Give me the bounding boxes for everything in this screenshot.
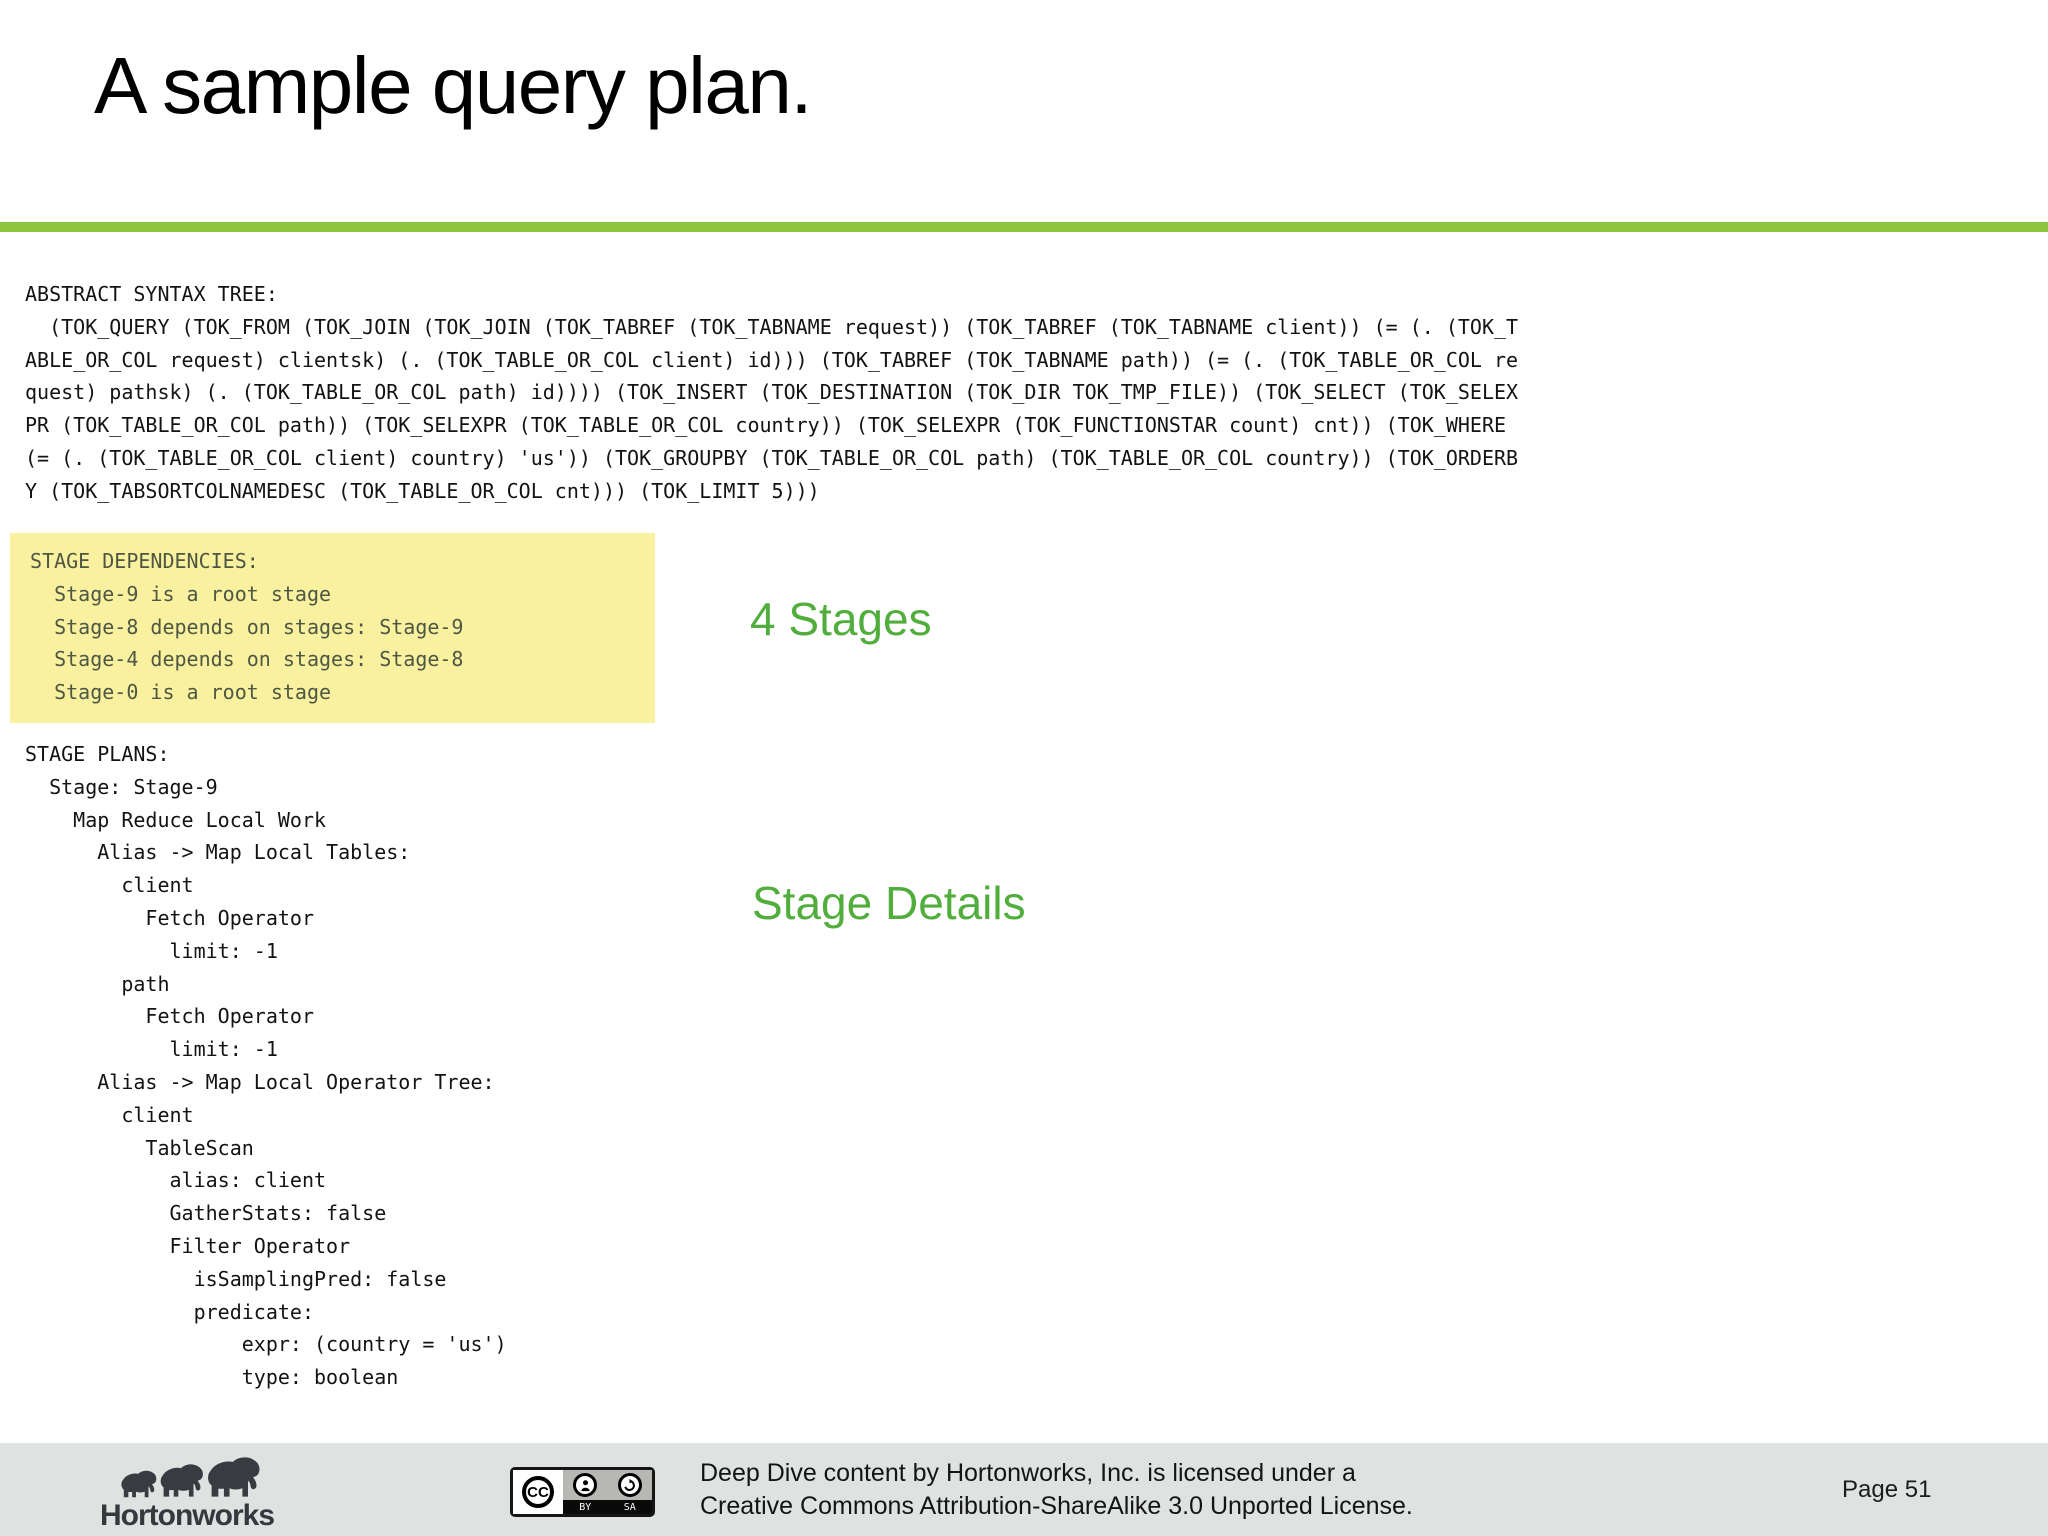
license-text: Deep Dive content by Hortonworks, Inc. i…	[700, 1457, 1413, 1523]
cc-badge-labels: BY SA	[563, 1500, 652, 1514]
elephant-herd-icons	[120, 1455, 260, 1499]
cc-sa-label: SA	[623, 1501, 636, 1513]
title-divider-rule	[0, 222, 2048, 232]
page-title: A sample query plan.	[94, 41, 813, 130]
cc-by-label: BY	[579, 1501, 592, 1513]
cc-badge-right-section: BY SA	[563, 1470, 652, 1514]
abstract-syntax-tree-code-block: ABSTRACT SYNTAX TREE: (TOK_QUERY (TOK_FR…	[25, 282, 1519, 503]
hortonworks-logo-text: Hortonworks	[100, 1499, 275, 1532]
license-text-line2: Creative Commons Attribution-ShareAlike …	[700, 1492, 1413, 1520]
stage-plans-code-block: STAGE PLANS: Stage: Stage-9 Map Reduce L…	[25, 742, 507, 1390]
share-alike-icon	[617, 1473, 642, 1497]
elephant-icon	[160, 1464, 203, 1497]
stage-dependencies-highlight: STAGE DEPENDENCIES: Stage-9 is a root st…	[10, 533, 655, 723]
cc-badge-icons	[563, 1471, 652, 1499]
elephant-icon	[207, 1457, 260, 1497]
annotation-stage-details: Stage Details	[752, 877, 1026, 929]
annotation-4-stages: 4 Stages	[750, 593, 932, 645]
license-text-line1: Deep Dive content by Hortonworks, Inc. i…	[700, 1459, 1356, 1487]
stage-dependencies-code-block: STAGE DEPENDENCIES: Stage-9 is a root st…	[30, 549, 464, 705]
cc-logo-icon: CC	[522, 1476, 554, 1508]
cc-by-sa-license-badge: CC BY SA	[510, 1467, 655, 1517]
attribution-person-icon	[573, 1473, 598, 1497]
hortonworks-logo: Hortonworks	[100, 1451, 280, 1532]
page-number: Page 51	[1842, 1476, 1932, 1503]
cc-logo-section: CC	[513, 1470, 563, 1514]
footer-bar: Hortonworks CC BY SA	[0, 1443, 2048, 1536]
elephant-icon	[121, 1470, 157, 1498]
